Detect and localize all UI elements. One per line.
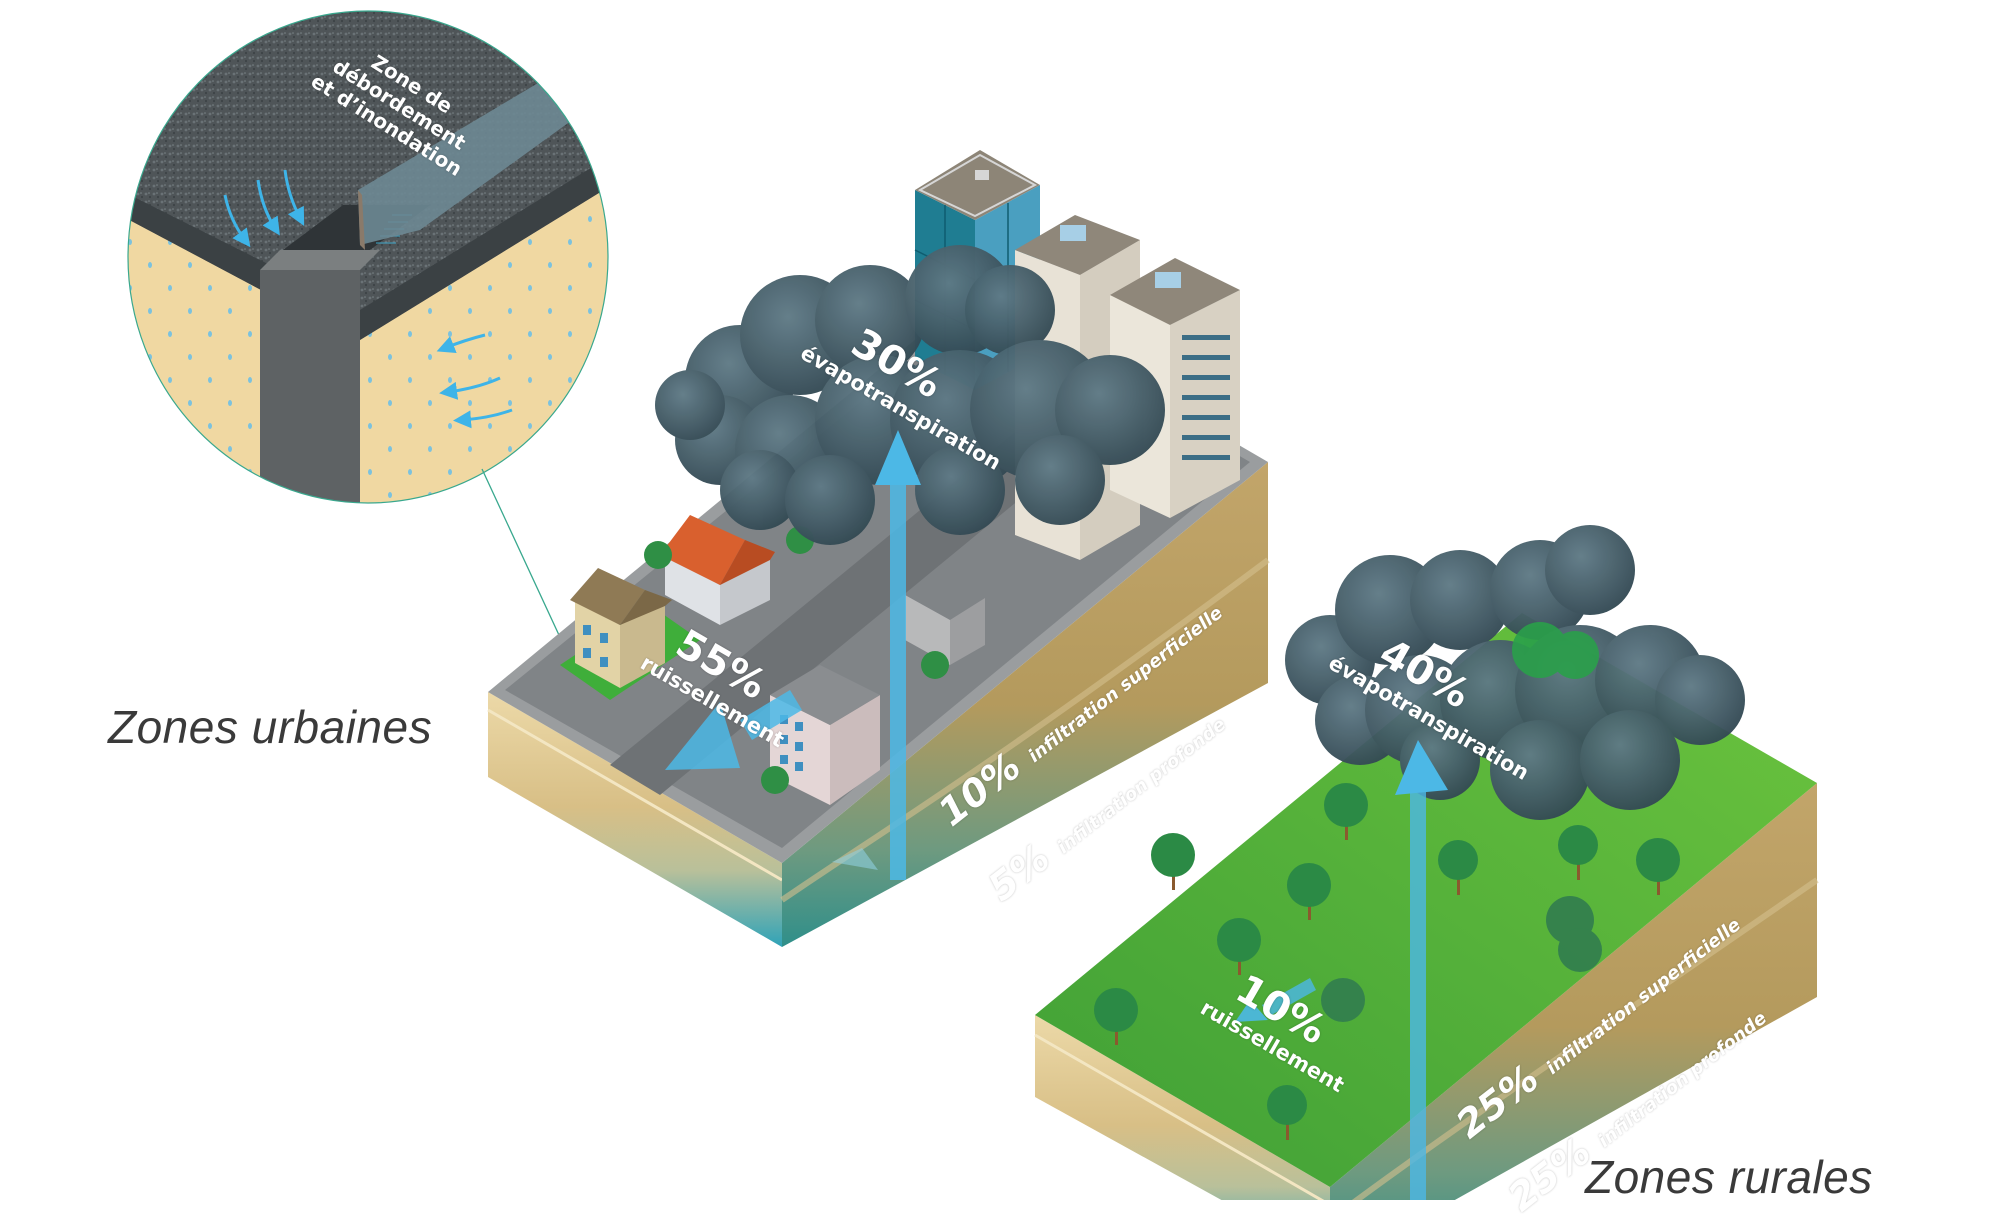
- tree: [1094, 783, 1680, 1140]
- storm-cloud: [1285, 525, 1745, 820]
- evapotranspiration-arrow: [875, 430, 921, 880]
- rural-zone-label: Zones rurales: [1585, 1151, 1873, 1203]
- urban-soil-front-face: [488, 692, 782, 947]
- apartment: [905, 595, 985, 665]
- runoff-arrow: [1235, 978, 1316, 1022]
- storm-cloud: [655, 245, 1165, 545]
- drain-pipe: [260, 270, 360, 503]
- house: [570, 568, 672, 688]
- overflow-zone: [358, 70, 600, 245]
- urban-zone-label: Zones urbaines: [108, 701, 433, 753]
- apartment: [770, 665, 880, 805]
- house: [660, 515, 775, 625]
- runoff-arrow: [665, 690, 802, 770]
- inset-magnifier: [127, 10, 633, 791]
- rural-soil-side-face: [1330, 783, 1817, 1220]
- infiltration-arrow: [832, 848, 878, 870]
- rural-block: [1034, 525, 1819, 1220]
- inset-border: [127, 10, 609, 504]
- urban-block: [487, 150, 1270, 947]
- rural-soil-front-face: [1035, 1015, 1330, 1220]
- flow-arrows: [223, 169, 513, 429]
- green-foliage: [1512, 622, 1599, 679]
- evapotranspiration-arrow: [1395, 740, 1448, 1200]
